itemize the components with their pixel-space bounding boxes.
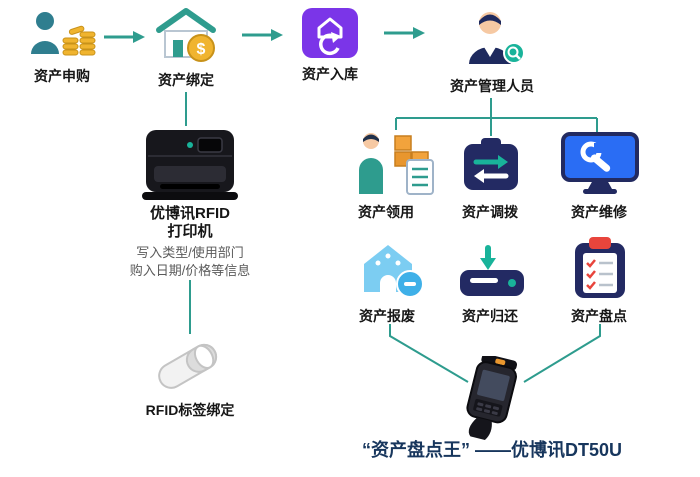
swap-arrows-icon (462, 136, 520, 194)
monitor-wrench-icon (561, 132, 639, 196)
checklist-clipboard-icon (572, 236, 628, 300)
arrow-right-icon (102, 30, 146, 44)
return-drive-icon (456, 242, 528, 300)
function-scrap-label: 资产报废 (359, 308, 415, 324)
house-coin-icon: $ (149, 4, 223, 64)
function-transfer-label: 资产调拨 (462, 204, 518, 220)
rfid-printer-image (140, 126, 240, 202)
flow-step-manager-label: 资产管理人员 (450, 78, 534, 94)
flow-step-purchase-label: 资产申购 (34, 68, 90, 84)
function-return-label: 资产归还 (462, 308, 518, 324)
manager-person-icon (457, 6, 527, 66)
function-repair-label: 资产维修 (571, 204, 627, 220)
svg-text:$: $ (197, 41, 206, 58)
rfid-binding-label: RFID标签绑定 (145, 402, 235, 418)
printer-name-line1: 优博讯RFID (150, 205, 230, 222)
function-requisition-label: 资产领用 (358, 204, 414, 220)
rfid-label-image (150, 334, 226, 396)
printer-desc-line1: 写入类型/使用部门 (136, 245, 244, 260)
printer-desc-line2: 购入日期/价格等信息 (129, 263, 251, 278)
function-inventory-label: 资产盘点 (571, 308, 627, 324)
inbound-sync-icon (301, 6, 359, 60)
person-boxes-icon (351, 130, 437, 196)
person-coins-icon (27, 8, 99, 62)
house-recycle-icon (356, 238, 424, 300)
arrow-right-icon (382, 26, 426, 40)
printer-name-line2: 打印机 (167, 223, 213, 240)
flow-step-binding-label: 资产绑定 (158, 72, 214, 88)
flow-step-inbound-label: 资产入库 (302, 66, 358, 82)
arrow-right-icon (240, 28, 284, 42)
handheld-terminal-image (442, 356, 538, 442)
footer-slogan: “资产盘点王” ——优博讯DT50U (361, 440, 623, 460)
